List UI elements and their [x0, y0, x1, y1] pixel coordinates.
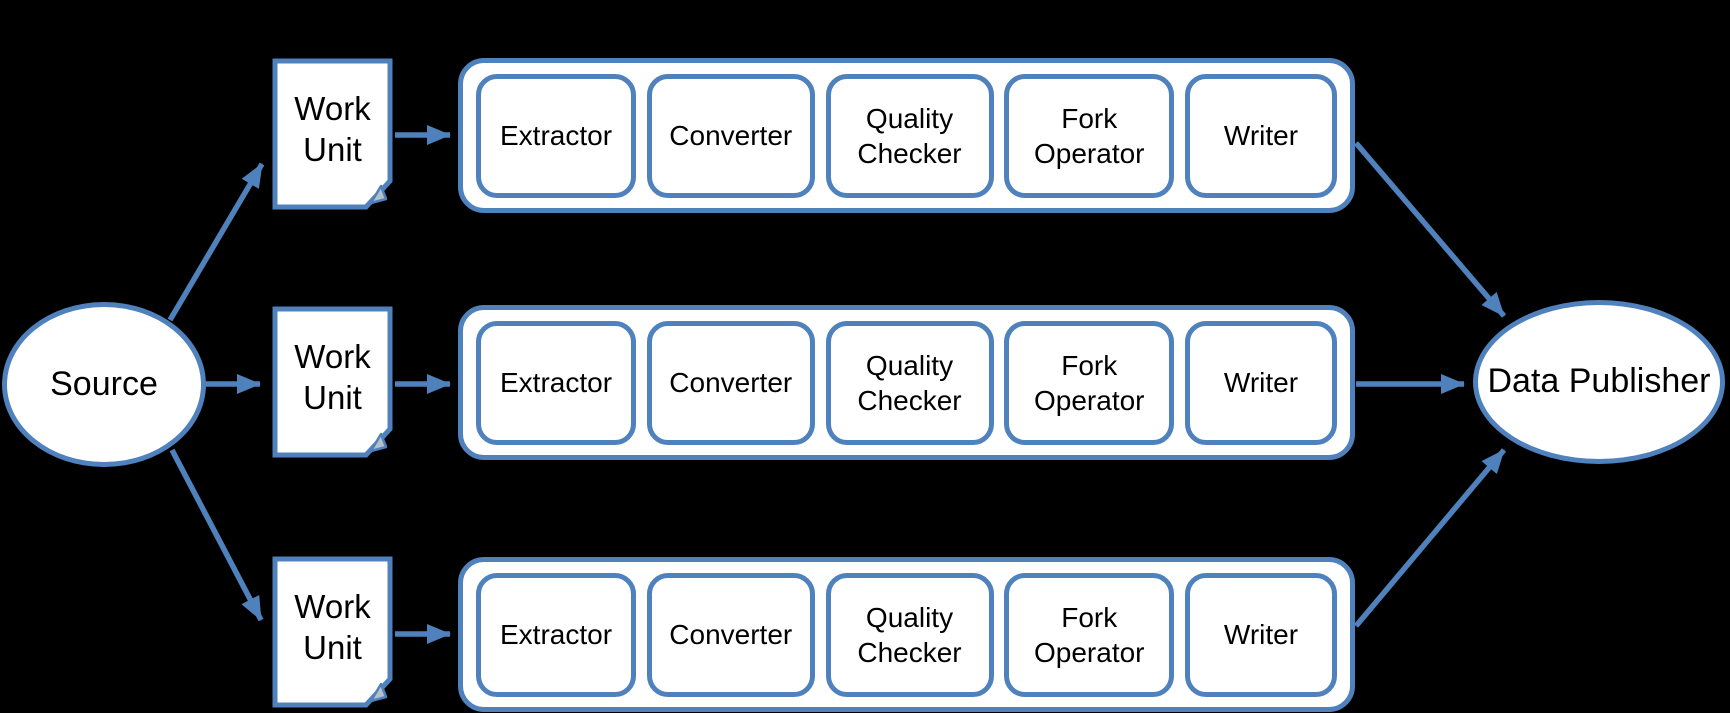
stage-writer: Writer — [1185, 320, 1337, 445]
stage-quality-checker: Quality Checker — [825, 572, 994, 697]
node-work-unit-1: Work Unit — [272, 58, 393, 210]
stage-writer: Writer — [1185, 572, 1337, 697]
source-label: Source — [50, 364, 158, 403]
pipeline-container-1: Extractor Converter Quality Checker Fork… — [458, 58, 1355, 213]
stage-fork-operator: Fork Operator — [1004, 73, 1175, 198]
node-work-unit-2: Work Unit — [272, 306, 393, 458]
stage-writer: Writer — [1185, 73, 1337, 198]
stage-converter: Converter — [646, 572, 815, 697]
stage-fork-operator: Fork Operator — [1004, 572, 1175, 697]
arrow-source-to-workunit-3 — [169, 448, 264, 622]
stage-converter: Converter — [646, 320, 815, 445]
arrow-source-to-workunit-1 — [167, 162, 265, 322]
work-unit-label: Work Unit — [294, 587, 371, 667]
document-shape-icon — [272, 556, 393, 708]
stage-extractor: Extractor — [476, 73, 636, 198]
stage-extractor: Extractor — [476, 320, 636, 445]
work-unit-label: Work Unit — [294, 89, 371, 169]
pipeline-container-3: Extractor Converter Quality Checker Fork… — [458, 557, 1355, 712]
data-publisher-label: Data Publisher — [1487, 362, 1711, 401]
arrow-pipeline-3-to-publisher — [1353, 448, 1507, 628]
stage-quality-checker: Quality Checker — [825, 73, 994, 198]
stage-fork-operator: Fork Operator — [1004, 320, 1175, 445]
node-data-publisher: Data Publisher — [1473, 300, 1725, 464]
node-source: Source — [2, 302, 206, 467]
node-work-unit-3: Work Unit — [272, 556, 393, 708]
stage-converter: Converter — [646, 73, 815, 198]
pipeline-container-2: Extractor Converter Quality Checker Fork… — [458, 305, 1355, 460]
document-shape-icon — [272, 306, 393, 458]
arrow-pipeline-1-to-publisher — [1353, 141, 1507, 318]
stage-extractor: Extractor — [476, 572, 636, 697]
stage-quality-checker: Quality Checker — [825, 320, 994, 445]
document-shape-icon — [272, 58, 393, 210]
work-unit-label: Work Unit — [294, 337, 371, 417]
